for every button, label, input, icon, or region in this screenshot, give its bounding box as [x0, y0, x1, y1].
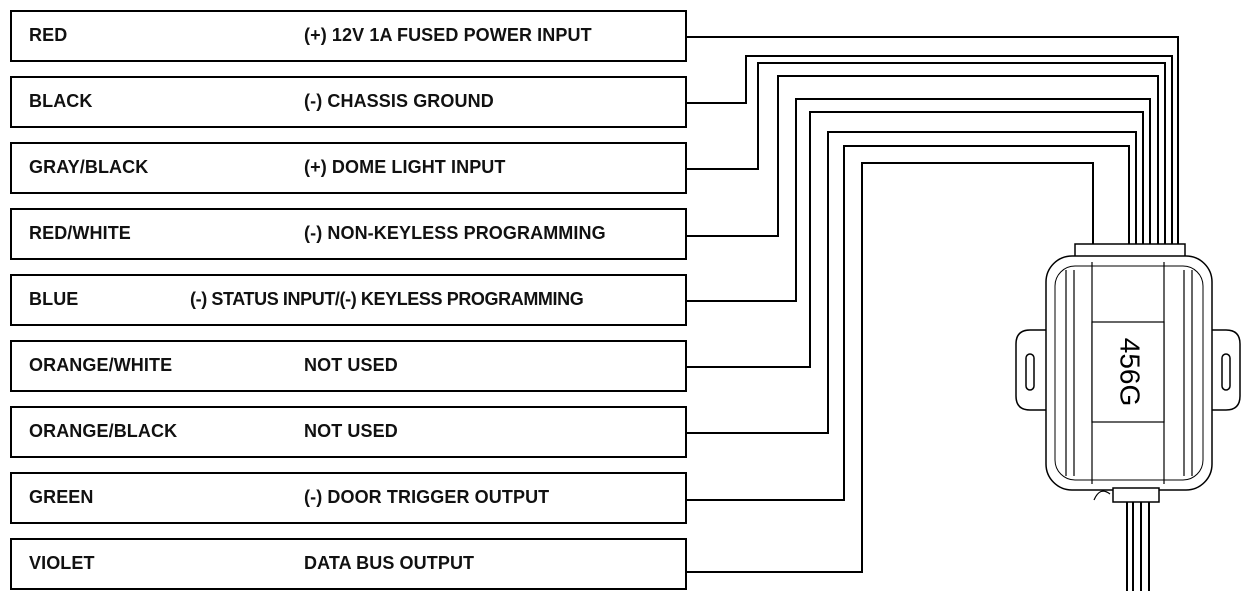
wire-row-violet: VIOLET DATA BUS OUTPUT — [10, 538, 687, 590]
wire-function-label: (-) STATUS INPUT/(-) KEYLESS PROGRAMMING — [190, 289, 584, 309]
wire-function-label: NOT USED — [304, 421, 398, 441]
left-mount-slot — [1025, 353, 1035, 391]
wire-line-red — [687, 36, 1179, 248]
wire-row-black: BLACK (-) CHASSIS GROUND — [10, 76, 687, 128]
wire-line-blue — [687, 98, 1151, 302]
wire-color-label: BLUE — [29, 289, 79, 309]
wire-function-label: DATA BUS OUTPUT — [304, 553, 475, 573]
wire-line-violet — [687, 162, 1094, 573]
wire-line-black — [687, 55, 1173, 248]
wire-function-label: (+) DOME LIGHT INPUT — [304, 157, 506, 177]
module-model-label: 456G — [1115, 338, 1146, 407]
wire-line-red-white — [687, 75, 1159, 248]
wire-color-label: GREEN — [29, 487, 94, 507]
wire-row-red-white: RED/WHITE (-) NON-KEYLESS PROGRAMMING — [10, 208, 687, 260]
wire-line-orange-black — [687, 131, 1137, 434]
right-mount-slot — [1221, 353, 1231, 391]
wire-function-label: (+) 12V 1A FUSED POWER INPUT — [304, 25, 592, 45]
wire-row-orange-white: ORANGE/WHITE NOT USED — [10, 340, 687, 392]
wire-row-blue: BLUE (-) STATUS INPUT/(-) KEYLESS PROGRA… — [10, 274, 687, 326]
wire-function-label: NOT USED — [304, 355, 398, 375]
bottom-connector — [1112, 487, 1160, 503]
wire-row-orange-black: ORANGE/BLACK NOT USED — [10, 406, 687, 458]
wire-function-label: (-) DOOR TRIGGER OUTPUT — [304, 487, 550, 507]
wire-color-label: ORANGE/BLACK — [29, 421, 178, 441]
wire-color-label: GRAY/BLACK — [29, 157, 149, 177]
wire-color-label: BLACK — [29, 91, 93, 111]
wire-color-label: VIOLET — [29, 553, 95, 573]
wire-function-label: (-) CHASSIS GROUND — [304, 91, 494, 111]
wire-function-label: (-) NON-KEYLESS PROGRAMMING — [304, 223, 606, 243]
module-label-panel — [1091, 321, 1165, 423]
wire-row-gray-black: GRAY/BLACK (+) DOME LIGHT INPUT — [10, 142, 687, 194]
wire-line-orange-white — [687, 111, 1144, 368]
module-inner-outline — [1054, 265, 1204, 481]
wire-line-green — [687, 145, 1130, 501]
wire-row-green: GREEN (-) DOOR TRIGGER OUTPUT — [10, 472, 687, 524]
wire-color-label: ORANGE/WHITE — [29, 355, 173, 375]
wire-color-label: RED — [29, 25, 68, 45]
wire-color-label: RED/WHITE — [29, 223, 131, 243]
wire-line-gray-black — [687, 62, 1166, 248]
bottom-clip — [1093, 490, 1111, 501]
wire-row-red: RED (+) 12V 1A FUSED POWER INPUT — [10, 10, 687, 62]
